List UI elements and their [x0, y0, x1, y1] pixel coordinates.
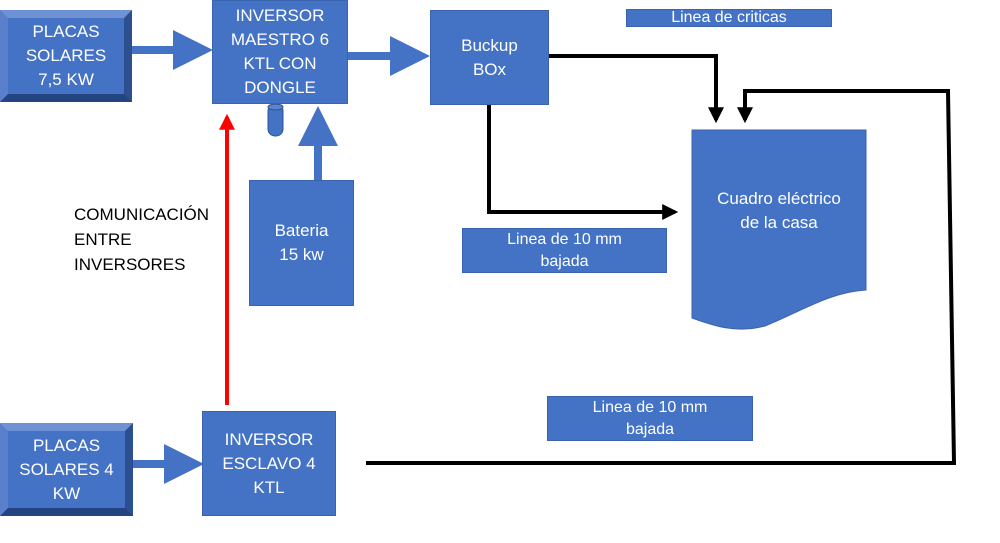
bateria-box: Bateria 15 kw: [249, 180, 354, 306]
dongle-icon: [267, 103, 284, 137]
placas-solares-7kw-box: PLACAS SOLARES 7,5 KW: [0, 10, 132, 102]
inversor-esclavo-box: INVERSOR ESCLAVO 4 KTL: [202, 411, 336, 516]
wire-buckup-to-cuadro-top: [549, 54, 724, 124]
inversor-maestro-box: INVERSOR MAESTRO 6 KTL CON DONGLE: [212, 0, 348, 104]
linea-criticas-label: Linea de criticas: [626, 9, 832, 27]
buckup-box: Buckup BOx: [430, 10, 549, 105]
wire-buckup-to-cuadro-side: [487, 105, 679, 220]
placas-solares-4kw-box: PLACAS SOLARES 4 KW: [0, 423, 133, 516]
linea-10mm-lower-label: Linea de 10 mm bajada: [547, 396, 753, 441]
cuadro-electrico-label: Cuadro eléctrico de la casa: [717, 189, 841, 232]
comunicacion-annotation: COMUNICACIÓN ENTRE INVERSORES: [74, 205, 210, 274]
cuadro-electrico-shape: [691, 129, 867, 330]
wire-esclavo-to-cuadro: [366, 89, 957, 465]
linea-10mm-upper-label: Linea de 10 mm bajada: [462, 228, 667, 273]
